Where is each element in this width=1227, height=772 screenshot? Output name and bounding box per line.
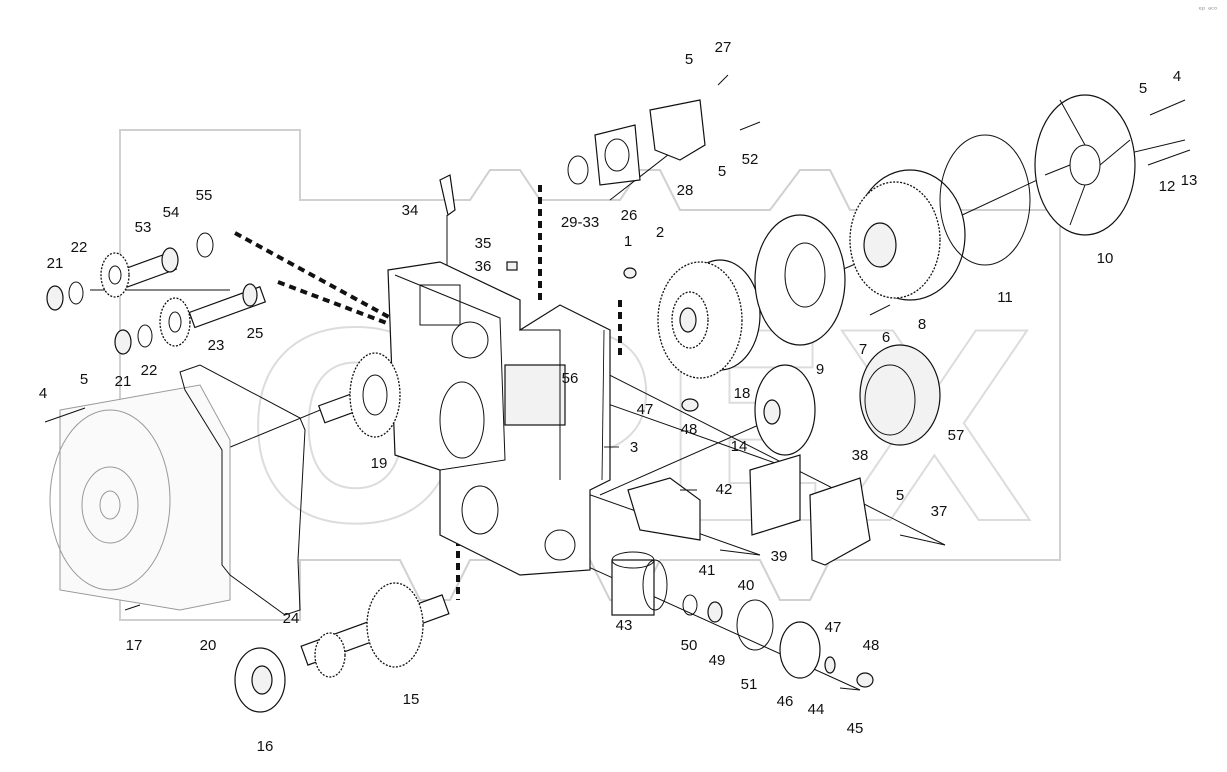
pressure-plate	[754, 214, 846, 346]
label-22-top: 22	[71, 239, 88, 256]
label-24: 24	[283, 610, 300, 627]
label-36: 36	[475, 258, 492, 275]
label-40: 40	[738, 577, 755, 594]
label-27: 27	[715, 39, 732, 56]
label-48-upper: 48	[681, 421, 698, 438]
disc-14	[754, 364, 816, 456]
label-28: 28	[677, 182, 694, 199]
label-3: 3	[630, 439, 638, 456]
label-15: 15	[403, 691, 420, 708]
label-16: 16	[257, 738, 274, 755]
label-4-left: 4	[39, 385, 47, 402]
label-6: 6	[882, 329, 890, 346]
dipstick	[439, 174, 456, 265]
valve-body	[749, 454, 871, 566]
label-55: 55	[196, 187, 213, 204]
label-23: 23	[208, 337, 225, 354]
sleeve-43	[611, 551, 668, 616]
output-shaft	[234, 582, 450, 713]
bolts	[44, 74, 1191, 691]
label-29-33: 29-33	[561, 214, 599, 231]
label-43: 43	[616, 617, 633, 634]
bracket-42	[627, 477, 701, 541]
label-20: 20	[200, 637, 217, 654]
label-34: 34	[402, 202, 419, 219]
label-7: 7	[859, 341, 867, 358]
label-9: 9	[816, 361, 824, 378]
gasket	[179, 364, 306, 616]
label-25: 25	[247, 325, 264, 342]
label-35: 35	[475, 235, 492, 252]
small-covers	[682, 594, 836, 679]
label-46: 46	[777, 693, 794, 710]
converter-gear	[849, 169, 966, 301]
label-21-top: 21	[47, 255, 64, 272]
label-50: 50	[681, 637, 698, 654]
label-21-mid: 21	[115, 373, 132, 390]
label-51: 51	[741, 676, 758, 693]
label-8: 8	[918, 316, 926, 333]
label-45: 45	[847, 720, 864, 737]
label-14: 14	[731, 438, 748, 455]
gear-shaft-19	[317, 352, 401, 438]
label-17: 17	[126, 637, 143, 654]
label-19: 19	[371, 455, 388, 472]
label-18: 18	[734, 385, 751, 402]
cover-57	[859, 344, 941, 446]
label-54: 54	[163, 204, 180, 221]
label-5-lower: 5	[896, 487, 904, 504]
label-22-mid: 22	[141, 362, 158, 379]
label-52: 52	[742, 151, 759, 168]
bearing-rings	[46, 232, 258, 355]
label-44: 44	[808, 701, 825, 718]
clutch-drum	[657, 259, 761, 379]
housing-cover	[49, 384, 231, 611]
label-5-right: 5	[1139, 80, 1147, 97]
label-5-mid: 5	[718, 163, 726, 180]
label-41: 41	[699, 562, 716, 579]
label-5-left: 5	[80, 371, 88, 388]
label-12: 12	[1159, 178, 1176, 195]
label-10: 10	[1097, 250, 1114, 267]
label-4-right: 4	[1173, 68, 1181, 85]
leader-lines	[601, 329, 697, 491]
gear-shaft-53	[100, 251, 178, 298]
label-11: 11	[997, 289, 1013, 306]
corner-mark: ᵉᵖ ᵃᶜᵒ	[1199, 5, 1218, 14]
label-53: 53	[135, 219, 152, 236]
label-26: 26	[621, 207, 638, 224]
label-49: 49	[709, 652, 726, 669]
label-57: 57	[948, 427, 965, 444]
label-13: 13	[1181, 172, 1198, 189]
label-38: 38	[852, 447, 869, 464]
bell-housing	[939, 94, 1136, 266]
label-2: 2	[656, 224, 664, 241]
label-56: 56	[562, 370, 579, 387]
pump-cover	[567, 99, 706, 186]
label-1: 1	[624, 233, 632, 250]
label-47-upper: 47	[637, 401, 654, 418]
label-42: 42	[716, 481, 733, 498]
part-labels: 1 2 3 4 4 5 5 5 5 5 6 7 8 9 10 11 12 13 …	[39, 39, 1198, 755]
label-47-lower: 47	[825, 619, 842, 636]
label-39: 39	[771, 548, 788, 565]
label-37: 37	[931, 503, 948, 520]
label-48-lower: 48	[863, 637, 880, 654]
label-5-top: 5	[685, 51, 693, 68]
transmission-housing	[387, 261, 611, 576]
